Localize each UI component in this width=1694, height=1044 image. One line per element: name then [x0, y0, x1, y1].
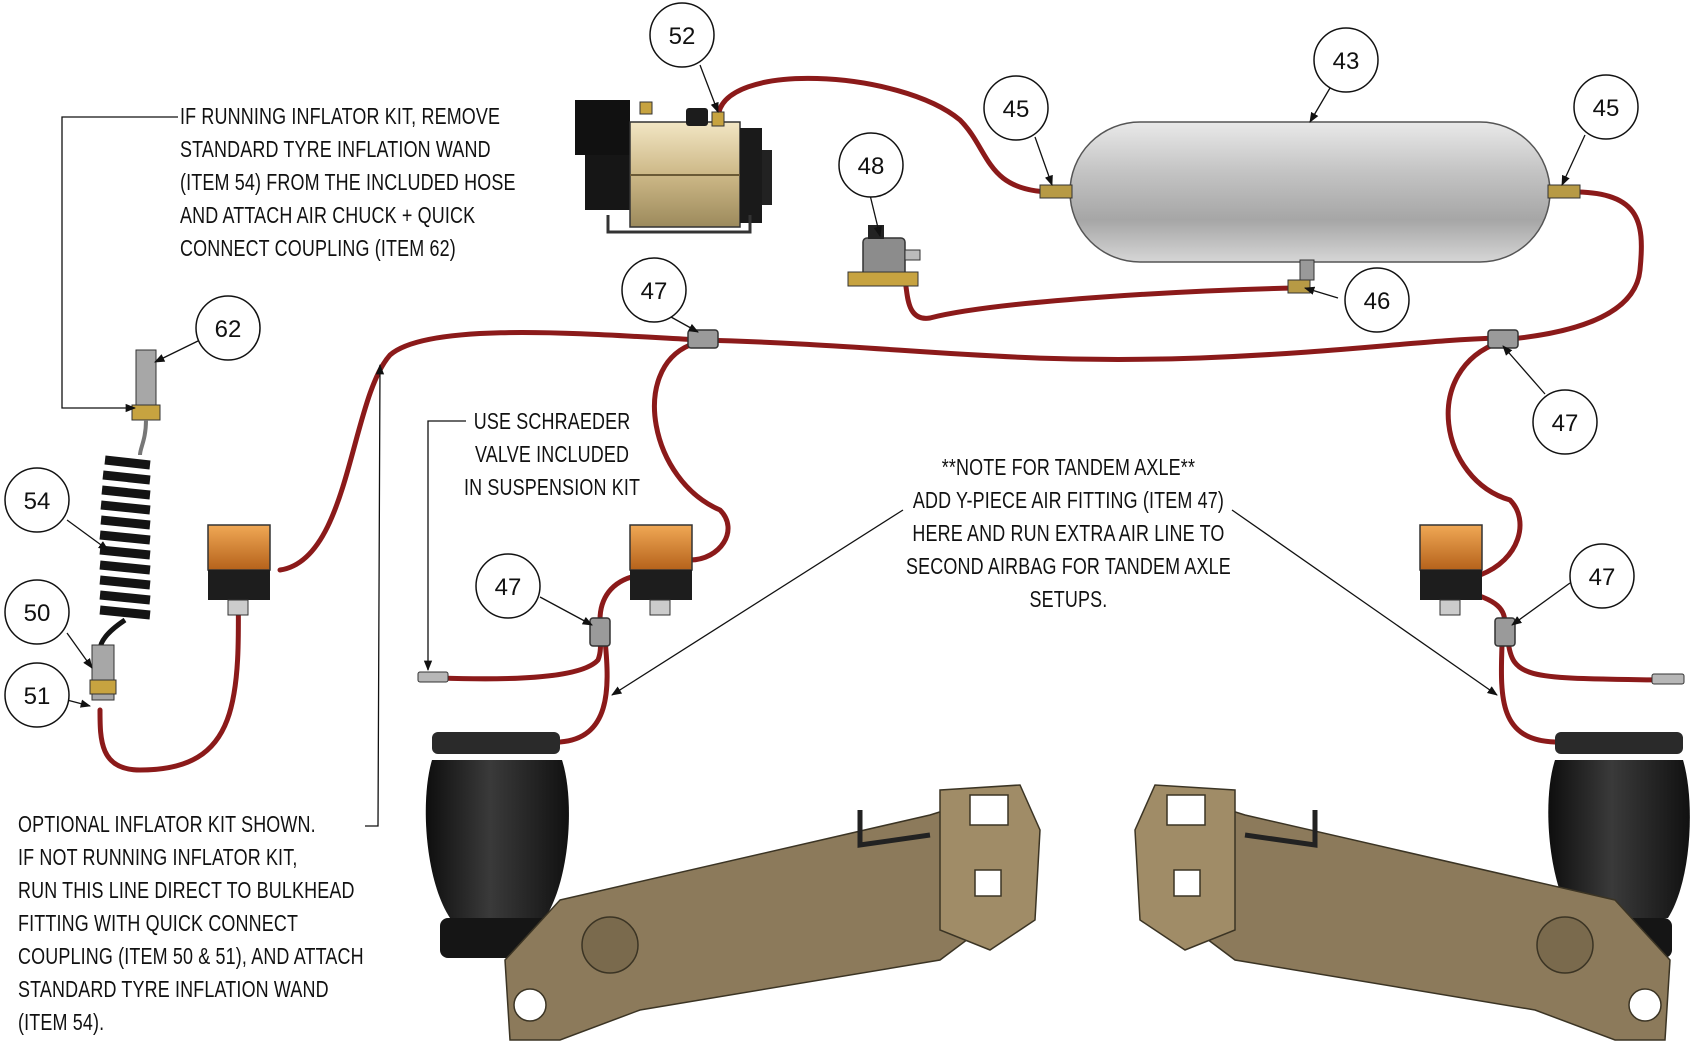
svg-text:47: 47 — [1552, 410, 1579, 437]
note-line: FITTING WITH QUICK CONNECT — [18, 910, 299, 936]
callout-46: 46 — [1344, 267, 1410, 333]
air-tank — [1039, 121, 1581, 294]
note-line: IF RUNNING INFLATOR KIT, REMOVE — [180, 103, 501, 129]
note-line: STANDARD TYRE INFLATION WAND — [18, 976, 329, 1002]
note-line: VALVE INCLUDED — [475, 441, 630, 467]
svg-text:48: 48 — [858, 153, 885, 180]
height-valve-center — [629, 524, 693, 616]
height-valves — [207, 524, 1483, 616]
trailing-arm-left — [504, 784, 1041, 1041]
note-line: USE SCHRAEDER — [473, 408, 631, 434]
leader-tandem-right — [1231, 509, 1498, 696]
optional-inflator-note: OPTIONAL INFLATOR KIT SHOWN. IF NOT RUNN… — [18, 808, 364, 1039]
note-line: IN SUSPENSION KIT — [464, 474, 641, 500]
callout-45-left: 45 — [983, 75, 1049, 141]
inflator-kit-note: IF RUNNING INFLATOR KIT, REMOVE STANDARD… — [180, 100, 516, 265]
note-line: COUPLING (ITEM 50 & 51), AND ATTACH — [18, 943, 364, 969]
svg-text:45: 45 — [1003, 96, 1030, 123]
svg-text:51: 51 — [24, 683, 51, 710]
note-line: AND ATTACH AIR CHUCK + QUICK — [180, 202, 476, 228]
schraeder-valve-note: USE SCHRAEDER VALVE INCLUDED IN SUSPENSI… — [464, 405, 640, 504]
air-line-schraeder — [437, 627, 603, 682]
callout-62: 62 — [195, 295, 261, 361]
note-line: HERE AND RUN EXTRA AIR LINE TO — [912, 520, 1225, 546]
svg-text:54: 54 — [24, 488, 51, 515]
airbag-left — [425, 732, 569, 958]
airbags — [425, 732, 1690, 958]
coiled-hose — [99, 455, 151, 620]
air-line-right-airbag — [1498, 642, 1558, 745]
svg-text:47: 47 — [495, 574, 522, 601]
air-line-main-cross — [697, 335, 1503, 362]
air-line-inflator — [97, 575, 241, 773]
note-line: CONNECT COUPLING (ITEM 62) — [180, 235, 456, 261]
callout-43: 43 — [1313, 27, 1379, 93]
air-line-right-valve — [1445, 339, 1523, 578]
note-line: IF NOT RUNNING INFLATOR KIT, — [18, 844, 298, 870]
inflator-kit — [89, 349, 161, 701]
leader-tandem-left — [611, 509, 904, 696]
note-line: STANDARD TYRE INFLATION WAND — [180, 136, 491, 162]
svg-text:62: 62 — [215, 316, 242, 343]
height-valve-left — [207, 524, 271, 616]
callout-47-top-right: 47 — [1532, 389, 1598, 455]
callout-47-bottom-right: 47 — [1569, 543, 1635, 609]
callout-54: 54 — [4, 467, 70, 533]
air-line-main-left — [277, 330, 703, 573]
schraeder-valves — [417, 671, 1685, 685]
leader-inflator-note — [61, 116, 178, 413]
tandem-axle-note: **NOTE FOR TANDEM AXLE** ADD Y-PIECE AIR… — [906, 451, 1231, 616]
air-line-compressor-tank — [715, 76, 1053, 195]
height-valve-right — [1419, 524, 1483, 616]
note-line: (ITEM 54) FROM THE INCLUDED HOSE — [180, 169, 516, 195]
trailing-arms — [504, 784, 1671, 1041]
svg-text:47: 47 — [641, 278, 668, 305]
callout-47-top-left: 47 — [621, 257, 687, 323]
callout-50: 50 — [4, 579, 70, 645]
callout-47-bottom-left: 47 — [475, 553, 541, 619]
tee-fittings — [589, 329, 1519, 647]
air-line-center-valve — [652, 342, 731, 563]
compressor — [575, 100, 772, 234]
callout-51: 51 — [4, 662, 70, 728]
svg-text:45: 45 — [1593, 95, 1620, 122]
note-line: **NOTE FOR TANDEM AXLE** — [941, 454, 1196, 480]
leader-schraeder-note — [423, 420, 466, 672]
note-line: (ITEM 54). — [18, 1009, 105, 1035]
air-line-tank-right — [1497, 189, 1644, 343]
note-line: ADD Y-PIECE AIR FITTING (ITEM 47) — [912, 487, 1225, 513]
note-line: SECOND AIRBAG FOR TANDEM AXLE — [906, 553, 1231, 579]
callout-52: 52 — [649, 2, 715, 68]
leader-optional-note — [365, 363, 385, 827]
trailing-arm-right — [1134, 784, 1671, 1041]
note-line: OPTIONAL INFLATOR KIT SHOWN. — [18, 811, 316, 837]
svg-text:47: 47 — [1589, 564, 1616, 591]
drain-solenoid — [847, 225, 921, 287]
air-line-drain-solenoid — [902, 279, 1298, 321]
note-line: SETUPS. — [1029, 586, 1108, 612]
callout-48: 48 — [838, 132, 904, 198]
callout-45-right: 45 — [1573, 74, 1639, 140]
air-line-right-schraeder — [1505, 637, 1663, 683]
svg-text:46: 46 — [1364, 288, 1391, 315]
svg-text:43: 43 — [1333, 48, 1360, 75]
callout-bubbles: 52 43 45 45 48 46 47 47 47 47 62 54 50 5… — [4, 2, 1639, 728]
leader-lines — [61, 64, 1586, 827]
svg-text:52: 52 — [669, 23, 696, 50]
note-line: RUN THIS LINE DIRECT TO BULKHEAD — [18, 877, 355, 903]
air-line-left-airbag — [557, 637, 610, 745]
svg-text:50: 50 — [24, 600, 51, 627]
